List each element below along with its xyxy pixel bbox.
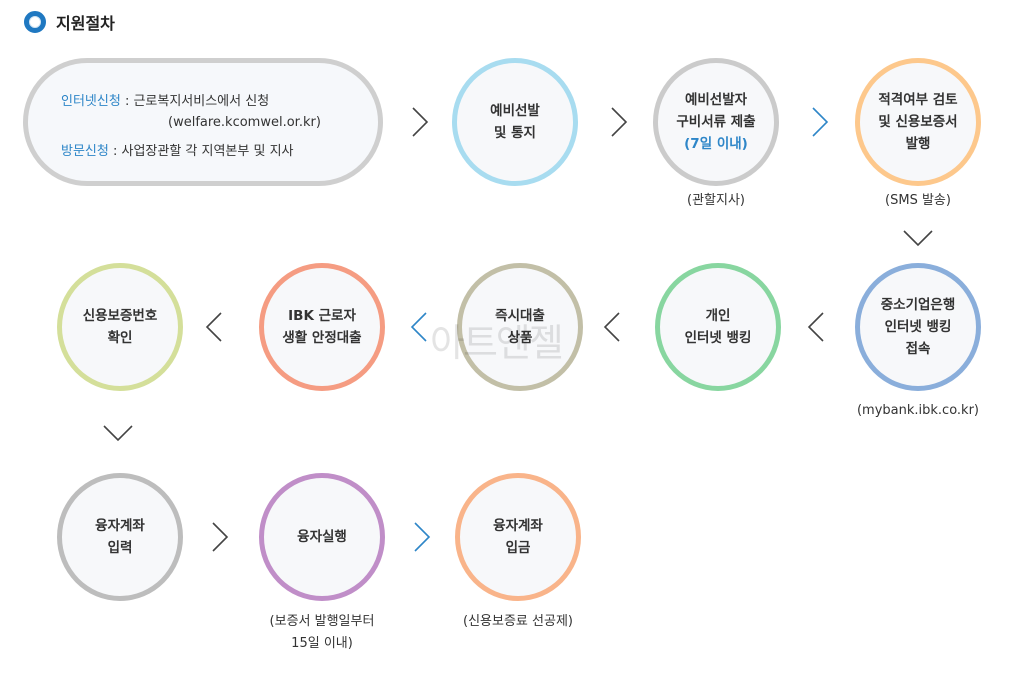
visit-application: 방문신청 : 사업장관할 각 지역본부 및 지사 [61,140,294,159]
step-label-line: 생활 안정대출 [282,330,362,346]
internet-application: 인터넷신청 : 근로복지서비스에서 신청 [61,90,269,109]
internet-text: : 근로복지서비스에서 신청 [120,94,270,109]
step-label-line: 융자계좌 [95,518,145,534]
step-label-line: 인터넷 뱅킹 [684,330,752,346]
step-label-line: 입금 [505,540,531,556]
step-label-line: 구비서류 제출 [676,114,756,130]
step-label-line: 및 신용보증서 [878,114,958,130]
ring-bullet-icon [24,11,46,33]
note-15-days: (보증서 발행일부터 15일 이내) [270,611,375,655]
step-label-line: 및 통지 [494,125,536,141]
note-mybank-url: (mybank.ibk.co.kr) [856,403,980,418]
chevron-left-icon [205,312,222,342]
step-label-line: 개인 [705,308,731,324]
chevron-down-icon [903,230,933,247]
step-label-line: 융자계좌 [493,518,543,534]
step-label-line: 예비선발 [490,103,540,119]
step-label-line: 융자실행 [297,529,347,545]
chevron-left-icon [410,312,427,342]
step-label-line: 접속 [905,341,931,357]
step-label-line: IBK 근로자 [288,308,356,324]
visit-text: : 사업장관할 각 지역본부 및 지사 [108,144,294,159]
visit-label: 방문신청 [61,144,109,159]
step-label-line: 확인 [107,330,133,346]
chevron-left-icon [603,312,620,342]
chevron-right-icon [412,107,429,137]
watermark: 아트엔젤 [430,321,564,365]
chevron-right-icon [414,522,431,552]
step-label-line: (7일 이내) [684,136,748,152]
step-label-line: 입력 [107,540,133,556]
internet-url: (welfare.kcomwel.or.kr) [168,115,321,130]
chevron-right-icon [212,522,229,552]
note-branch: (관할지사) [687,193,745,208]
step-label-line: 즉시대출 [495,308,545,324]
step-label-line: 예비선발자 [684,92,748,108]
step-label-line: (보증서 발행일부터 [269,614,375,629]
step-label-line: 15일 이내) [291,636,353,651]
section-title: 지원절차 [24,10,115,34]
title-text: 지원절차 [56,14,115,33]
step-label-line: 신용보증번호 [82,308,158,324]
chevron-right-icon [611,107,628,137]
note-sms: (SMS 발송) [885,193,951,208]
chevron-right-icon [812,107,829,137]
application-method-box: 인터넷신청 : 근로복지서비스에서 신청 (welfare.kcomwel.or… [23,58,383,186]
step-label-line: 중소기업은행 [880,297,956,313]
internet-label: 인터넷신청 [61,94,121,109]
step-loan-execution: 융자실행 [259,473,385,601]
note-fee-deduction: (신용보증료 선공제) [463,614,573,629]
step-label-line: 상품 [507,330,533,346]
step-label-line: 발행 [905,136,931,152]
chevron-left-icon [807,312,824,342]
chevron-down-icon [103,425,133,442]
step-label-line: 인터넷 뱅킹 [884,319,952,335]
step-label-line: 적격여부 검토 [878,92,958,108]
